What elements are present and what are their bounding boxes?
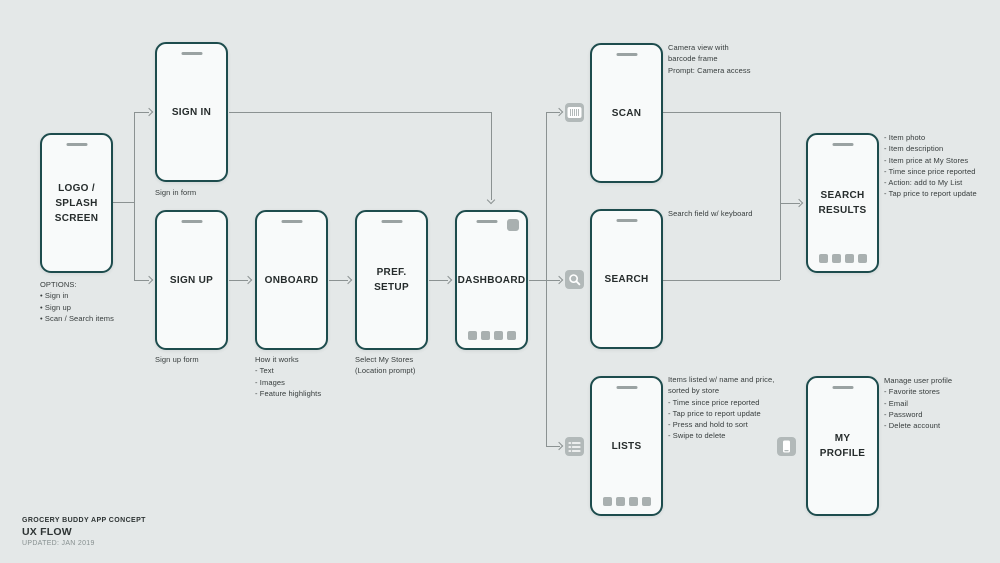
- profile-glyph: [783, 440, 790, 453]
- notch: [616, 219, 637, 222]
- screen-lists: LISTS: [590, 376, 663, 516]
- connector-to-scan: [546, 112, 560, 113]
- connector-splash-out: [112, 202, 134, 203]
- notch: [616, 53, 637, 56]
- connector-onboard-to-pref: [329, 280, 348, 281]
- list-glyph: [568, 441, 581, 452]
- arrowhead-to-scan: [554, 107, 564, 117]
- barcode-icon: [565, 103, 584, 122]
- note-sign-in: Sign in form: [155, 188, 197, 197]
- arrowhead-to-dashboard: [443, 275, 453, 285]
- connector-search-out: [663, 280, 780, 281]
- screen-label: SEARCH RESULTS: [818, 190, 867, 216]
- screen-label: PREF. SETUP: [374, 267, 409, 293]
- arrowhead-to-results: [794, 198, 804, 208]
- screen-scan: SCAN: [590, 43, 663, 183]
- tab-square-icon: [467, 331, 477, 340]
- screen-onboard: ONBOARD: [255, 210, 328, 350]
- notch: [281, 220, 302, 223]
- connector-dashboard-out: [529, 280, 546, 281]
- tab-square-icon: [857, 254, 867, 263]
- screen-pref-setup: PREF. SETUP: [355, 210, 428, 350]
- tab-square-icon: [844, 254, 854, 263]
- connector-to-sign-in: [134, 112, 149, 113]
- screen-dashboard: DASHBOARD: [455, 210, 528, 350]
- updated-date: UPDATED: JAN 2019: [22, 540, 95, 547]
- note-search-results: - Item photo - Item description - Item p…: [884, 133, 977, 199]
- notch: [181, 220, 202, 223]
- connector-auth-branch: [134, 112, 135, 280]
- arrowhead-to-sign-in: [144, 107, 154, 117]
- arrowhead-to-search: [554, 275, 564, 285]
- connector-feature-branch: [546, 112, 547, 446]
- notch: [616, 386, 637, 389]
- tab-bar: [467, 331, 516, 340]
- magnifier-glyph: [569, 274, 581, 286]
- tab-square-icon: [602, 497, 612, 506]
- notch: [381, 220, 402, 223]
- screen-label: ONBOARD: [264, 274, 319, 286]
- connector-pref-to-dashboard: [429, 280, 448, 281]
- profile-icon: [777, 437, 796, 456]
- note-scan: Camera view with barcode frame Prompt: C…: [668, 43, 751, 75]
- tab-square-icon: [818, 254, 828, 263]
- note-my-profile: Manage user profile - Favorite stores - …: [884, 376, 953, 430]
- screen-sign-in: SIGN IN: [155, 42, 228, 182]
- tab-square-icon: [615, 497, 625, 506]
- footer: GROCERY BUDDY APP CONCEPT UX FLOW UPDATE…: [22, 517, 146, 547]
- notch: [832, 386, 853, 389]
- lists-icon: [565, 437, 584, 456]
- screen-search: SEARCH: [590, 209, 663, 349]
- connector-sign-in-to-dashboard-v: [491, 112, 492, 200]
- connector-to-search: [546, 280, 560, 281]
- note-onboard: How it works - Text - Images - Feature h…: [255, 355, 322, 398]
- connector-to-sign-up: [134, 280, 149, 281]
- search-icon: [565, 270, 584, 289]
- screen-label: MY PROFILE: [819, 433, 866, 459]
- note-search: Search field w/ keyboard: [668, 209, 753, 218]
- project-name: GROCERY BUDDY APP CONCEPT: [22, 517, 146, 524]
- page-title: UX FLOW: [22, 526, 72, 538]
- screen-splash: LOGO / SPLASH SCREEN: [40, 133, 113, 273]
- screen-search-results: SEARCH RESULTS: [806, 133, 879, 273]
- barcode-glyph: [567, 107, 582, 118]
- arrowhead-to-pref-setup: [343, 275, 353, 285]
- connector-to-results: [780, 203, 800, 204]
- tab-square-icon: [493, 331, 503, 340]
- screen-label: SEARCH: [604, 273, 649, 285]
- screen-label: DASHBOARD: [457, 274, 526, 286]
- connector-results-branch: [780, 112, 781, 280]
- screen-label: SIGN UP: [169, 274, 214, 286]
- notch: [181, 52, 202, 55]
- tab-bar: [602, 497, 651, 506]
- notch: [832, 143, 853, 146]
- connector-sign-up-to-onboard: [229, 280, 248, 281]
- connector-scan-out: [663, 112, 780, 113]
- note-sign-up: Sign up form: [155, 355, 199, 364]
- screen-label: LISTS: [611, 440, 642, 452]
- arrowhead-to-dashboard-top: [486, 195, 496, 205]
- note-splash-options: OPTIONS: • Sign in • Sign up • Scan / Se…: [40, 280, 114, 323]
- notch: [66, 143, 87, 146]
- tab-square-icon: [480, 331, 490, 340]
- connector-sign-in-to-dashboard-h: [229, 112, 491, 113]
- tab-square-icon: [831, 254, 841, 263]
- notch: [476, 220, 498, 223]
- screen-sign-up: SIGN UP: [155, 210, 228, 350]
- note-lists: Items listed w/ name and price, sorted b…: [668, 375, 775, 441]
- tab-square-icon: [641, 497, 651, 506]
- arrowhead-to-onboard: [243, 275, 253, 285]
- tab-square-icon: [506, 331, 516, 340]
- screen-label: LOGO / SPLASH SCREEN: [54, 182, 99, 224]
- note-pref-setup: Select My Stores (Location prompt): [355, 355, 416, 376]
- screen-label: SIGN IN: [171, 106, 212, 118]
- arrowhead-to-lists: [554, 441, 564, 451]
- screen-label: SCAN: [611, 107, 642, 119]
- screen-my-profile: MY PROFILE: [806, 376, 879, 516]
- tab-bar: [818, 254, 867, 263]
- profile-square-icon: [507, 219, 519, 231]
- tab-square-icon: [628, 497, 638, 506]
- connector-to-lists: [546, 446, 560, 447]
